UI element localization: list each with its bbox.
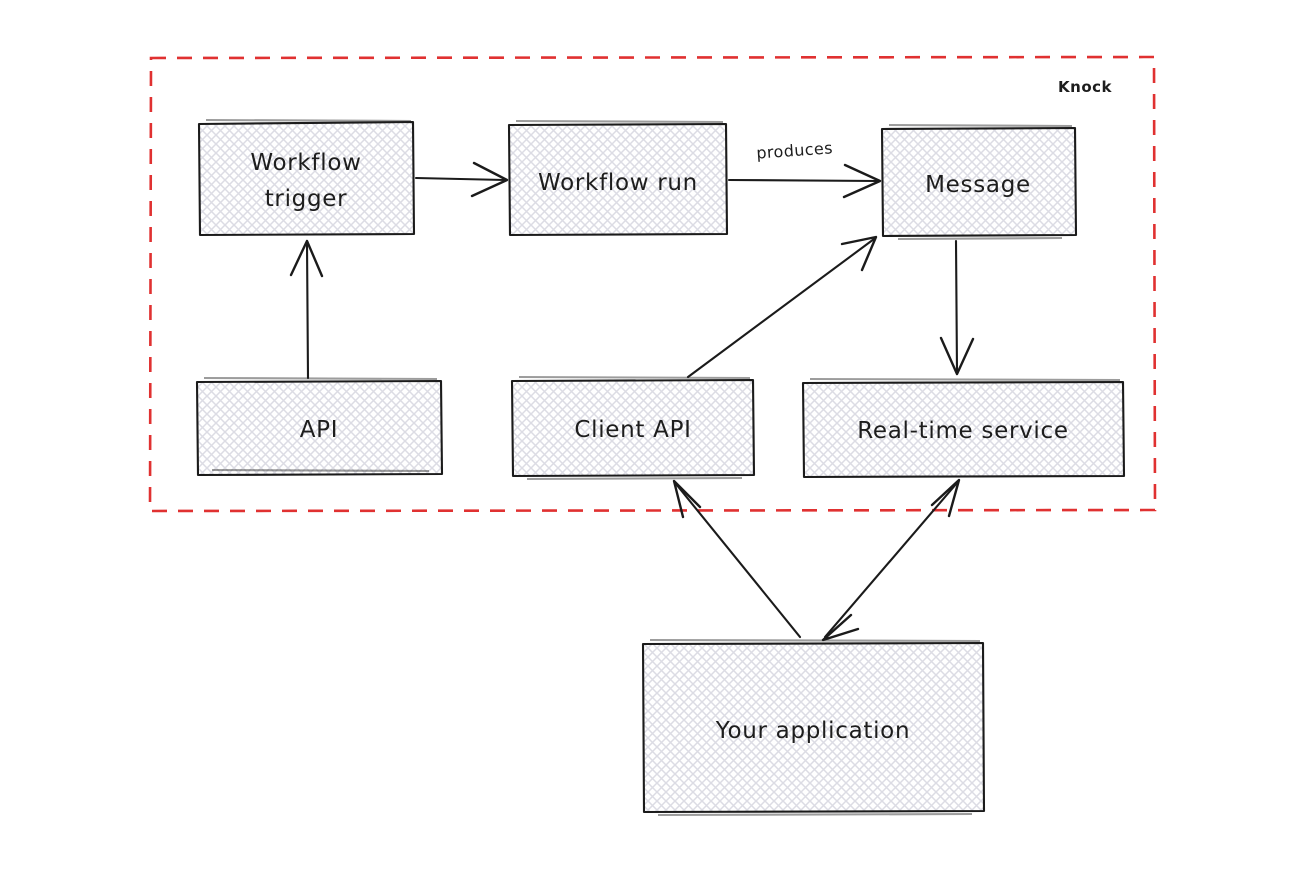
edge-realtime-to-app: [821, 478, 961, 642]
node-workflow-trigger[interactable]: Workflow trigger: [197, 118, 416, 237]
client-api-label: Client API: [574, 417, 691, 443]
real-time-service-label: Real-time service: [857, 418, 1068, 444]
client-api-rect: [510, 378, 756, 478]
your-application-rect: [641, 641, 986, 814]
workflow-trigger-shadow: [205, 118, 412, 123]
your-application-shadow: [649, 638, 981, 643]
message-bottom-shadow: [897, 236, 1063, 241]
workflow-run-label: Workflow run: [538, 170, 698, 196]
real-time-service-rect: [801, 380, 1126, 479]
node-real-time-service[interactable]: Real-time service: [801, 377, 1126, 479]
edge-realtime-to-app-arrowhead-bottom: [821, 613, 860, 642]
edge-trigger-to-run-arrowhead: [470, 161, 509, 198]
message-shadow: [888, 123, 1073, 128]
workflow-trigger-label-line2: trigger: [265, 186, 348, 212]
edge-message-to-realtime: [939, 239, 975, 376]
edge-message-to-realtime-arrowhead: [939, 336, 975, 376]
edge-api-to-trigger-arrowhead: [289, 239, 324, 278]
edge-api-to-trigger-line: [305, 241, 310, 380]
node-client-api[interactable]: Client API: [510, 375, 756, 481]
client-api-shadow: [518, 375, 751, 380]
knock-group-rect: [148, 55, 1157, 513]
workflow-trigger-rect: [197, 120, 416, 237]
edge-trigger-to-run-line: [414, 176, 507, 182]
edge-app-to-client-api-line: [674, 482, 802, 639]
node-api[interactable]: API: [195, 376, 444, 477]
edge-realtime-to-app-line: [823, 481, 959, 639]
edge-run-to-message-arrowhead: [842, 163, 882, 199]
your-application-bottom-shadow: [657, 812, 973, 817]
workflow-run-shadow: [515, 119, 724, 124]
api-bottom-shadow: [211, 468, 430, 473]
workflow-trigger-label-line1: Workflow: [250, 150, 361, 176]
knock-group-boundary: Knock: [148, 55, 1157, 513]
edge-realtime-to-app-arrowhead-top: [930, 478, 961, 518]
edge-app-to-client-api-arrowhead: [672, 479, 702, 519]
edge-label-produces: produces: [756, 138, 834, 162]
knock-group-label: Knock: [1058, 78, 1112, 96]
node-your-application[interactable]: Your application: [641, 638, 986, 817]
edge-client-api-to-message: [686, 235, 878, 379]
node-workflow-run[interactable]: Workflow run: [507, 119, 729, 237]
edge-message-to-realtime-line: [954, 239, 959, 374]
api-shadow: [203, 376, 438, 381]
api-label: API: [300, 417, 339, 443]
edge-app-to-client-api: [672, 479, 802, 639]
edge-client-api-to-message-line: [686, 237, 876, 379]
workflow-run-rect: [507, 122, 729, 237]
edge-trigger-to-run: [414, 161, 509, 198]
edge-client-api-to-message-arrowhead: [840, 235, 878, 272]
edge-run-to-message-line: [727, 178, 880, 183]
real-time-service-shadow: [809, 377, 1121, 382]
node-message[interactable]: Message: [880, 123, 1078, 241]
api-rect: [195, 379, 444, 477]
your-application-label: Your application: [715, 718, 910, 744]
message-rect: [880, 126, 1078, 238]
client-api-bottom-shadow: [526, 476, 743, 481]
edge-api-to-trigger: [289, 239, 324, 380]
message-label: Message: [925, 172, 1031, 198]
edge-run-to-message: produces: [727, 138, 882, 199]
